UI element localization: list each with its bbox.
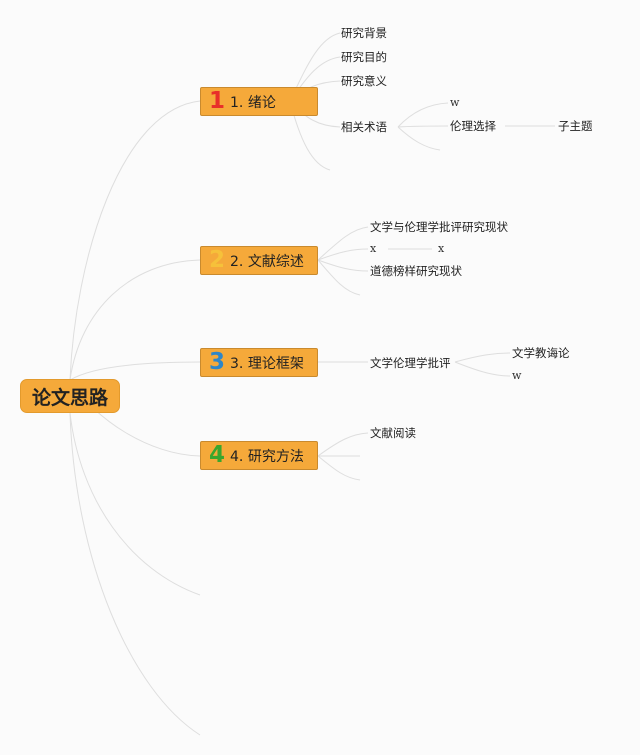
topic-research-significance[interactable]: 研究意义 bbox=[341, 74, 387, 88]
topic-ethical-literary-criticism[interactable]: 文学伦理学批评 bbox=[370, 356, 451, 370]
subtopic-w[interactable]: w bbox=[512, 369, 522, 382]
subtopic-literary-didacticism[interactable]: 文学教诲论 bbox=[512, 346, 570, 360]
subtopic-w[interactable]: w bbox=[450, 96, 460, 109]
root-node[interactable]: 论文思路 bbox=[20, 379, 120, 413]
subtopic-ethical-choice[interactable]: 伦理选择 bbox=[450, 119, 496, 133]
branch-node-4[interactable]: 4 4. 研究方法 bbox=[200, 441, 318, 470]
number-3-icon: 3 bbox=[209, 349, 226, 375]
topic-research-purpose[interactable]: 研究目的 bbox=[341, 50, 387, 64]
topic-moral-exemplar-status[interactable]: 道德榜样研究现状 bbox=[370, 264, 462, 278]
topic-ethical-criticism-status[interactable]: 文学与伦理学批评研究现状 bbox=[370, 220, 508, 234]
number-2-icon: 2 bbox=[209, 247, 226, 273]
topic-literature-reading[interactable]: 文献阅读 bbox=[370, 426, 416, 440]
branch-label: 1. 绪论 bbox=[230, 94, 276, 111]
branch-label: 2. 文献综述 bbox=[230, 253, 304, 270]
branch-node-1[interactable]: 1 1. 绪论 bbox=[200, 87, 318, 116]
number-4-icon: 4 bbox=[209, 442, 226, 468]
topic-related-terms[interactable]: 相关术语 bbox=[341, 120, 387, 134]
topic-research-background[interactable]: 研究背景 bbox=[341, 26, 387, 40]
topic-x[interactable]: x bbox=[370, 242, 377, 255]
root-label: 论文思路 bbox=[31, 386, 108, 409]
branch-label: 3. 理论框架 bbox=[230, 355, 304, 372]
branch-node-3[interactable]: 3 3. 理论框架 bbox=[200, 348, 318, 377]
subtopic-x[interactable]: x bbox=[438, 242, 445, 255]
branch-node-2[interactable]: 2 2. 文献综述 bbox=[200, 246, 318, 275]
branch-label: 4. 研究方法 bbox=[230, 448, 304, 465]
subtopic-placeholder[interactable]: 子主题 bbox=[558, 119, 593, 133]
number-1-icon: 1 bbox=[209, 88, 226, 114]
